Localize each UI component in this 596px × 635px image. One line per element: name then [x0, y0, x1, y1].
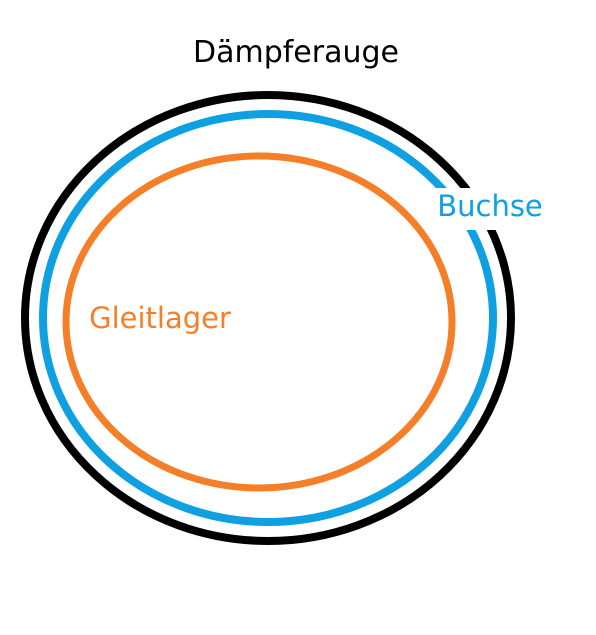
bushing-label: Buchse: [437, 189, 543, 223]
damper-eye-outer-ring: [21, 91, 515, 545]
bushing-label-backing: [432, 188, 548, 230]
bushing-ring: [39, 110, 497, 526]
plain-bearing-ring: [62, 152, 456, 492]
plain-bearing-label: Gleitlager: [89, 301, 231, 335]
title-label: Dämpferauge: [193, 35, 399, 70]
